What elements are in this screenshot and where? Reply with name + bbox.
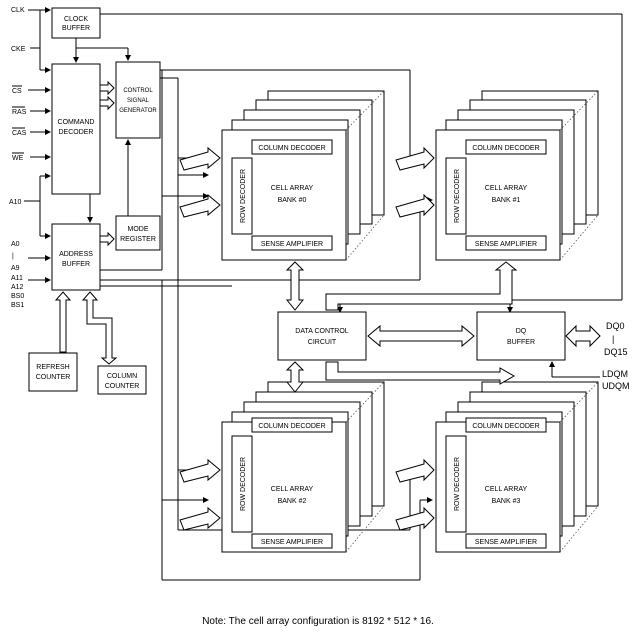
- bank-2-row-decoder-label: ROW DECODER: [240, 457, 247, 511]
- control-signal-generator-label-1: CONTROL: [123, 88, 153, 94]
- refresh-counter-label-2: COUNTER: [36, 374, 71, 381]
- udqm-label: UDQM: [602, 381, 630, 391]
- a11-label: A11: [11, 275, 23, 282]
- mode-register-label-1: MODE: [128, 226, 149, 233]
- bank-2-name: BANK #2: [278, 498, 307, 505]
- bs1-label: BS1: [11, 302, 24, 309]
- bank-3-row-decoder: [445, 435, 467, 533]
- bank-2-sense-amplifier-label: SENSE AMPLIFIER: [261, 539, 323, 546]
- dq-range-sep: |: [612, 334, 614, 344]
- clock-buffer-label-1: CLOCK: [64, 16, 88, 23]
- column-counter-label-1: COLUMN: [107, 373, 137, 380]
- refresh-counter-block: [28, 352, 78, 392]
- bank-3-title: CELL ARRAY: [485, 486, 528, 493]
- dq-buffer-label-1: DQ: [516, 328, 527, 335]
- bank-0-column-decoder: [251, 139, 333, 155]
- a9-label: A9: [11, 265, 20, 272]
- control-signal-generator-label-2: SIGNAL: [127, 98, 150, 104]
- address-buffer-label-2: BUFFER: [62, 261, 90, 268]
- bs0-label: BS0: [11, 293, 24, 300]
- column-counter-label-2: COUNTER: [105, 383, 140, 390]
- bank-0-sense-amplifier: [251, 235, 333, 251]
- bank-0-sense-amplifier-label: SENSE AMPLIFIER: [261, 241, 323, 248]
- a12-label: A12: [11, 284, 24, 291]
- dq-buffer-label-2: BUFFER: [507, 339, 535, 346]
- bank-2-stack: [221, 381, 385, 553]
- bank-1-sense-amplifier: [465, 235, 547, 251]
- bank-3-column-decoder: [465, 417, 547, 433]
- mode-register-block: [115, 215, 161, 251]
- we-label: WE: [12, 155, 24, 162]
- bank-0-title: CELL ARRAY: [271, 185, 314, 192]
- bank-1-row-decoder-label: ROW DECODER: [454, 169, 461, 223]
- a10-label: A10: [9, 199, 22, 206]
- a0-label: A0: [11, 241, 20, 248]
- data-control-circuit-block: [277, 311, 367, 361]
- bank-3-sense-amplifier: [465, 533, 547, 549]
- bank-0-column-decoder-label: COLUMN DECODER: [258, 145, 325, 152]
- bank-2-sense-amplifier: [251, 533, 333, 549]
- address-buffer-label-1: ADDRESS: [59, 251, 93, 258]
- bank-3-name: BANK #3: [492, 498, 521, 505]
- command-decoder-block: [51, 63, 101, 195]
- dq15-label: DQ15: [604, 347, 628, 357]
- control-signal-generator-block: [115, 61, 161, 139]
- bank-2-column-decoder-label: COLUMN DECODER: [258, 423, 325, 430]
- command-decoder-label-1: COMMAND: [58, 119, 95, 126]
- addr-range-dash: |: [12, 253, 14, 260]
- bank-0-name: BANK #0: [278, 197, 307, 204]
- ras-label: RAS: [12, 109, 27, 116]
- bank-3-row-decoder-label: ROW DECODER: [454, 457, 461, 511]
- column-counter-block: [97, 365, 147, 395]
- clk-label: CLK: [11, 7, 25, 14]
- data-control-circuit-label-2: CIRCUIT: [308, 339, 337, 346]
- cell-array-note: Note: The cell array configuration is 81…: [202, 616, 434, 627]
- bank-0-row-decoder: [231, 157, 253, 235]
- bank-1-stack: [435, 90, 599, 261]
- ldqm-label: LDQM: [602, 369, 628, 379]
- bank-3-sense-amplifier-label: SENSE AMPLIFIER: [475, 539, 537, 546]
- address-buffer-block: [51, 223, 101, 291]
- clock-buffer-block: [51, 7, 101, 39]
- bank-3-stack: [435, 381, 599, 553]
- command-decoder-label-2: DECODER: [58, 129, 93, 136]
- cke-label: CKE: [11, 46, 26, 53]
- bank-3-column-decoder-label: COLUMN DECODER: [472, 423, 539, 430]
- bank-1-name: BANK #1: [492, 197, 521, 204]
- bank-1-row-decoder: [445, 157, 467, 235]
- bank-2-title: CELL ARRAY: [271, 486, 314, 493]
- bank-0-row-decoder-label: ROW DECODER: [240, 169, 247, 223]
- cs-label: CS: [12, 88, 22, 95]
- data-control-circuit-label-1: DATA CONTROL: [295, 328, 349, 335]
- bank-2-column-decoder: [251, 417, 333, 433]
- bank-2-row-decoder: [231, 435, 253, 533]
- cas-label: CAS: [12, 130, 27, 137]
- dq-buffer-block: [476, 311, 566, 361]
- bank-1-sense-amplifier-label: SENSE AMPLIFIER: [475, 241, 537, 248]
- clock-buffer-label-2: BUFFER: [62, 25, 90, 32]
- bank-1-title: CELL ARRAY: [485, 185, 528, 192]
- bank-1-column-decoder-label: COLUMN DECODER: [472, 145, 539, 152]
- bank-0-stack: [221, 90, 385, 261]
- mode-register-label-2: REGISTER: [120, 236, 156, 243]
- dq0-label: DQ0: [606, 321, 625, 331]
- control-signal-generator-label-3: GENERATOR: [119, 108, 157, 114]
- bank-1-column-decoder: [465, 139, 547, 155]
- refresh-counter-label-1: REFRESH: [36, 364, 69, 371]
